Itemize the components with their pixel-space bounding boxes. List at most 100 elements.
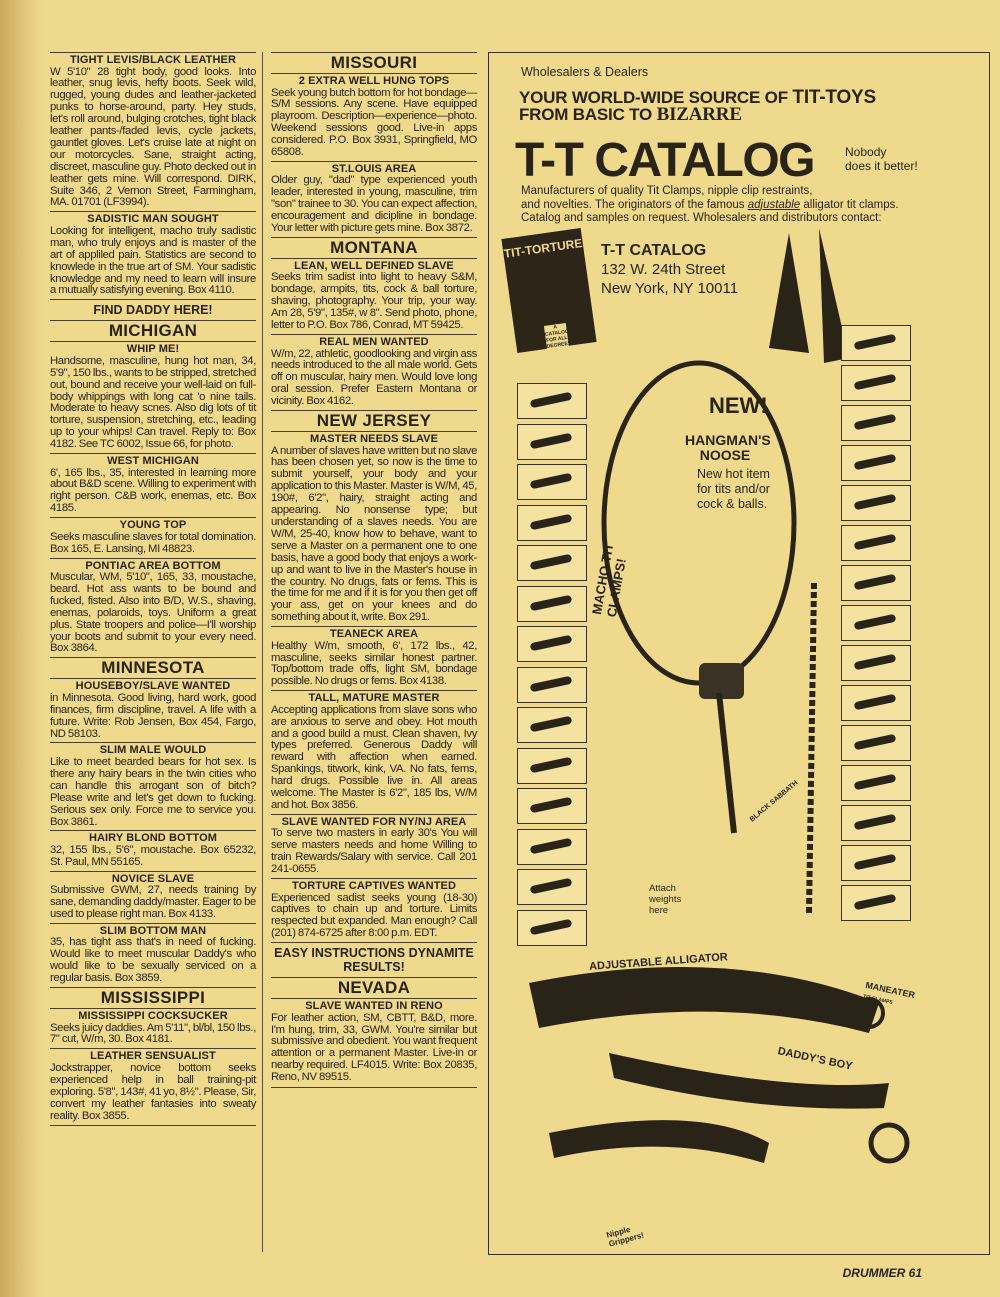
ad-body: To serve two masters in early 30's You w… — [271, 827, 477, 876]
ad-title: LEAN, WELL DEFINED SLAVE — [294, 259, 454, 272]
clamp-product-tile — [517, 504, 587, 541]
clamp-product-tile — [841, 605, 911, 641]
ad-body: Looking for intelligent, macho truly sad… — [50, 224, 256, 297]
clamp-product-tile — [517, 788, 587, 824]
ad-description: Manufacturers of quality Tit Clamps, nip… — [521, 185, 899, 224]
clamp-product-tile — [517, 666, 587, 703]
clamp-product-tile — [517, 828, 587, 865]
ad-title: WHIP ME! — [126, 343, 180, 356]
noose-title: HANGMAN'S NOOSE — [685, 432, 771, 463]
promo-banner: FIND DADDY HERE! — [50, 299, 256, 320]
ad-body: in Minnesota. Good living, hard work, go… — [50, 691, 256, 740]
ad-title: REAL MEN WANTED — [319, 336, 429, 348]
ad-body: 32, 155 lbs., 5'6", moustache. Box 65232… — [50, 843, 256, 868]
clamp-product-tile — [841, 525, 911, 561]
ad-headline: YOUR WORLD-WIDE SOURCE OF TIT-TOYS FROM … — [519, 87, 876, 125]
ad-body: W 5'10" 28 tight body, good looks. Into … — [50, 65, 256, 209]
page-gutter — [0, 0, 42, 1297]
ad-title: ST.LOUIS AREA — [331, 162, 417, 175]
ad-body: 6', 165 lbs., 35, interested in learning… — [50, 466, 256, 515]
clamp-product-tile — [517, 909, 587, 946]
ad-body: Seeks trim sadist into light to heavy S&… — [271, 271, 477, 332]
ad-title: MASTER NEEDS SLAVE — [309, 433, 439, 446]
weights-label: Attach weights here — [649, 883, 682, 916]
clamp-product-tile — [841, 885, 911, 921]
ad-body: Accepting applications from slave sons w… — [271, 703, 477, 811]
ad-body: Muscular, WM, 5'10", 165, 33, moustache,… — [50, 571, 256, 655]
clamp-product-tile — [841, 685, 911, 721]
column-divider — [262, 52, 263, 1252]
state-heading: NEVADA — [271, 977, 477, 998]
clamp-product-tile — [841, 645, 911, 681]
clamp-product-tile — [517, 423, 587, 460]
ad-title: 2 EXTRA WELL HUNG TOPS — [298, 75, 450, 87]
ad-title: YOUNG TOP — [119, 519, 187, 532]
ad-body: Seeks masculine slaves for total dominat… — [50, 530, 256, 555]
clamp-product-tile — [841, 565, 911, 601]
column-end-rule — [271, 1087, 477, 1089]
ad-body: A number of slaves have written but no s… — [271, 444, 477, 624]
clamp-product-tile — [841, 765, 911, 801]
ad-body: Experienced sadist seeks young (18-30) c… — [271, 891, 477, 940]
noose-knot — [699, 663, 744, 699]
ad-body: Like to meet bearded bears for hot sex. … — [50, 755, 256, 828]
ad-title: SLAVE WANTED IN RENO — [305, 1000, 443, 1013]
state-heading: MISSOURI — [271, 52, 477, 73]
ad-title: SADISTIC MAN SOUGHT — [87, 213, 219, 226]
ad-title: NOVICE SLAVE — [111, 872, 195, 885]
state-heading: MISSISSIPPI — [50, 987, 256, 1008]
promo-banner: EASY INSTRUCTIONS DYNAMITE RESULTS! — [271, 942, 477, 977]
ad-title: SLIM BOTTOM MAN — [99, 924, 207, 937]
clamp-product-tile — [841, 485, 911, 521]
clamp-product-tile — [517, 585, 587, 622]
product-illustrations — [529, 228, 910, 1164]
ad-body: Seek young butch bottom for hot bondage—… — [271, 86, 477, 159]
clamp-product-tile — [841, 845, 911, 881]
noose-description: New hot item for tits and/or cock & ball… — [697, 467, 770, 511]
clamp-product-tile — [517, 869, 587, 905]
ad-body: Older guy, "dad" type experienced youth … — [271, 174, 477, 235]
ad-title: PONTIAC AREA BOTTOM — [85, 559, 221, 572]
ad-body: W/m, 22, athletic, goodlooking and virgi… — [271, 347, 477, 408]
ad-title: HOUSEBOY/SLAVE WANTED — [75, 680, 231, 693]
alligator-clamp-illustration — [529, 967, 879, 1033]
ad-title: SLIM MALE WOULD — [99, 744, 207, 757]
clamp-product-tile — [517, 383, 587, 419]
ring-illustration — [868, 1122, 910, 1164]
ad-logo: T-T CATALOG — [515, 134, 816, 187]
ad-title: MISSISSIPPI COCKSUCKER — [78, 1010, 228, 1023]
state-heading: NEW JERSEY — [271, 410, 477, 431]
ad-title: HAIRY BLOND BOTTOM — [88, 832, 218, 845]
clamp-product-tile — [517, 464, 587, 500]
clamp-product-tile — [517, 747, 587, 784]
clamp-product-tile — [841, 405, 911, 441]
tt-catalog-display-ad: Wholesalers & Dealers YOUR WORLD-WIDE SO… — [488, 52, 990, 1255]
clamp-product-tile — [841, 325, 911, 361]
ring-illustration — [853, 997, 885, 1029]
ad-title: LEATHER SENSUALIST — [90, 1050, 216, 1063]
ad-title: TORTURE CAPTIVES WANTED — [291, 880, 457, 893]
ad-title: SLAVE WANTED FOR NY/NJ AREA — [281, 815, 467, 828]
clamp-product-tile — [841, 365, 911, 401]
ad-body: 35, has tight ass that's in need of fuck… — [50, 936, 256, 985]
clamp-product-tile — [517, 545, 587, 581]
state-heading: MICHIGAN — [50, 320, 256, 341]
ad-body: For leather action, SM, CBTT, B&D, more.… — [271, 1011, 477, 1084]
